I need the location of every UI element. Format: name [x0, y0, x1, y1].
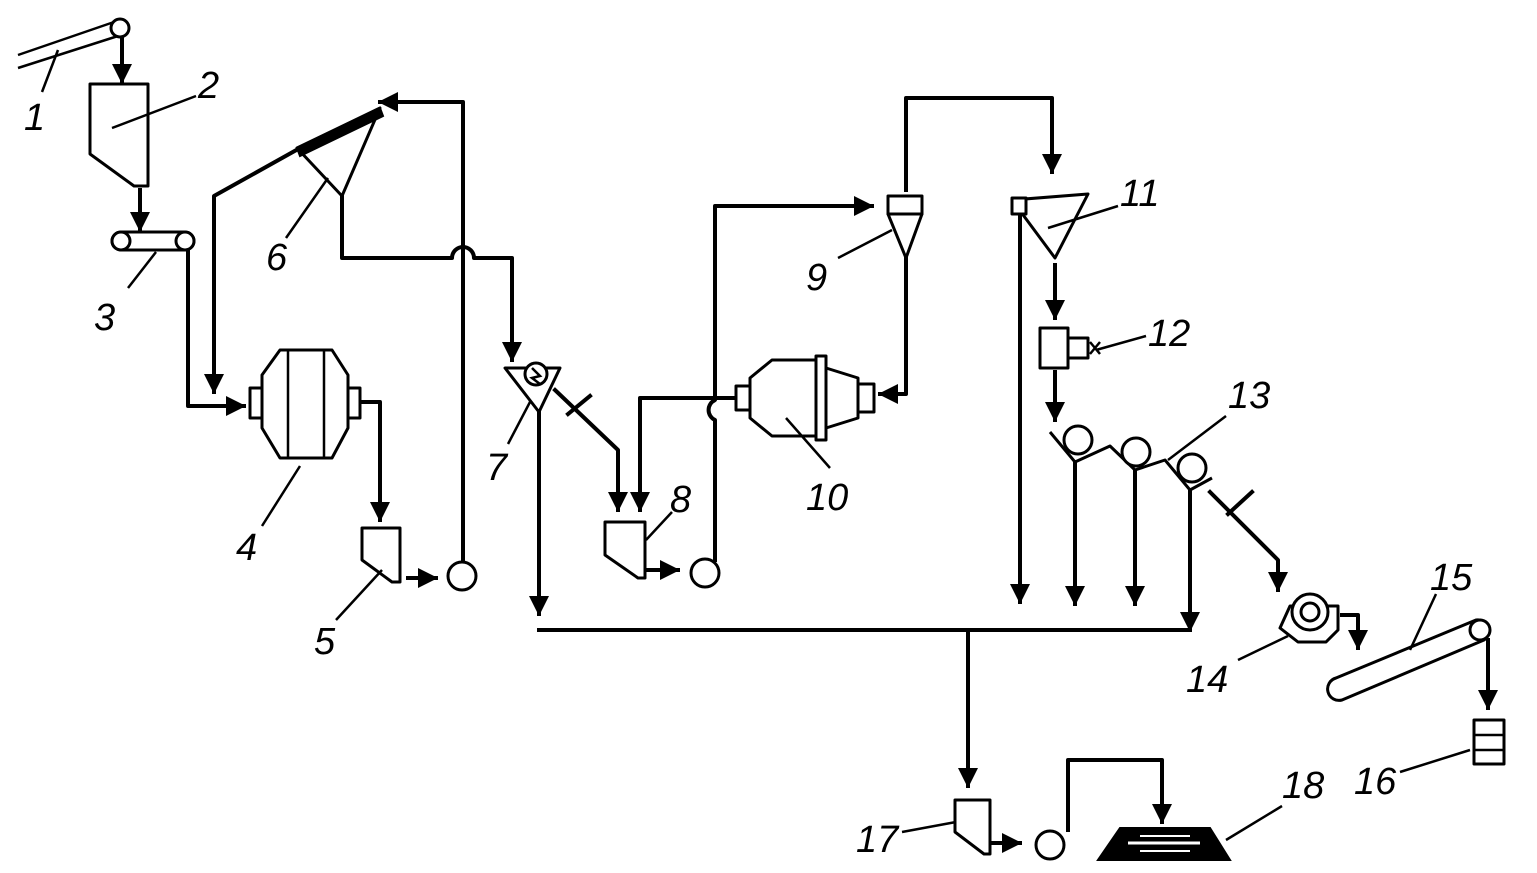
equipment-10-ball-mill	[734, 354, 876, 442]
leader-3	[127, 251, 157, 289]
leader-lines	[40, 49, 1471, 842]
label-18: 18	[1282, 765, 1324, 807]
leader-17	[901, 820, 957, 834]
equipment-16-storage	[1472, 718, 1506, 766]
pump-2-circle	[689, 557, 721, 589]
pump-3-circle	[1034, 829, 1066, 861]
leader-14	[1237, 634, 1289, 662]
leader-10	[785, 417, 831, 469]
label-14: 14	[1186, 659, 1228, 701]
equipment-11-classifier	[1010, 192, 1090, 260]
label-12: 12	[1148, 313, 1190, 355]
leader-15	[1408, 593, 1438, 651]
leader-16	[1399, 748, 1471, 774]
label-3: 3	[94, 297, 115, 339]
flow-line-13-14	[1207, 489, 1288, 592]
flow-line-4-5	[356, 400, 390, 522]
leader-13	[1167, 415, 1227, 461]
equipment-13-flotation-cells	[1048, 424, 1213, 492]
flow-line-7-8	[552, 387, 628, 512]
leader-2	[111, 94, 197, 130]
leader-6	[284, 177, 330, 239]
flow-line-9-11	[904, 96, 1062, 192]
equipment-2-ore-bin	[88, 82, 150, 188]
equipment-15-conveyor	[1326, 618, 1492, 702]
equipment-5-sump	[360, 526, 402, 584]
leader-7	[506, 401, 532, 445]
leader-4	[260, 465, 302, 527]
label-6: 6	[266, 237, 288, 279]
label-2: 2	[197, 65, 219, 107]
flow-line-6-4	[204, 145, 303, 394]
label-9: 9	[806, 257, 827, 299]
flow-line-14-15	[1340, 613, 1368, 650]
label-16: 16	[1354, 761, 1397, 803]
leader-1	[40, 49, 60, 93]
leader-18	[1225, 804, 1283, 842]
label-4: 4	[236, 527, 257, 569]
label-17: 17	[856, 819, 900, 861]
leader-11	[1047, 204, 1119, 230]
valve-2-icon	[1225, 489, 1255, 517]
equipment-8-sump	[603, 520, 647, 580]
valve-1-icon	[565, 393, 593, 417]
flow-line-3-4	[186, 242, 246, 416]
label-8: 8	[670, 479, 691, 521]
equipment-1-feed-conveyor	[17, 17, 131, 70]
flow-line-pump-18	[1066, 758, 1172, 832]
label-10: 10	[806, 477, 848, 519]
flow-line-10-8	[630, 396, 742, 512]
flow-line-9-10	[878, 256, 908, 404]
flow-line-pump-9	[706, 196, 874, 562]
pump-1-circle	[446, 560, 478, 592]
equipment-7-hydrocyclone	[503, 361, 562, 414]
equipment-12-conditioner	[1038, 326, 1101, 370]
label-7: 7	[486, 447, 509, 489]
leader-5	[335, 569, 383, 621]
flow-line-6-7	[340, 194, 522, 362]
equipment-14-vacuum-filter	[1278, 592, 1340, 644]
equipment-6-screen	[295, 106, 385, 198]
equipment-3-belt-feeder	[110, 230, 196, 252]
equipment-labels: 1 2 3 4 5 6 7 8 9 10 11 12 13 14 15 16 1…	[24, 65, 1473, 861]
label-5: 5	[314, 621, 336, 663]
label-1: 1	[24, 97, 45, 139]
label-13: 13	[1228, 375, 1270, 417]
label-11: 11	[1120, 173, 1159, 215]
label-15: 15	[1430, 557, 1473, 599]
equipment-17-sump	[953, 798, 992, 856]
flow-line-pump-6	[378, 92, 465, 562]
equipment-18-tailings-dam	[1096, 827, 1232, 861]
equipment-4-ball-mill	[248, 348, 362, 460]
leader-12	[1095, 334, 1147, 352]
leader-8	[645, 511, 673, 541]
leader-9	[837, 228, 893, 260]
equipment-9-hydrocyclone	[886, 194, 924, 260]
